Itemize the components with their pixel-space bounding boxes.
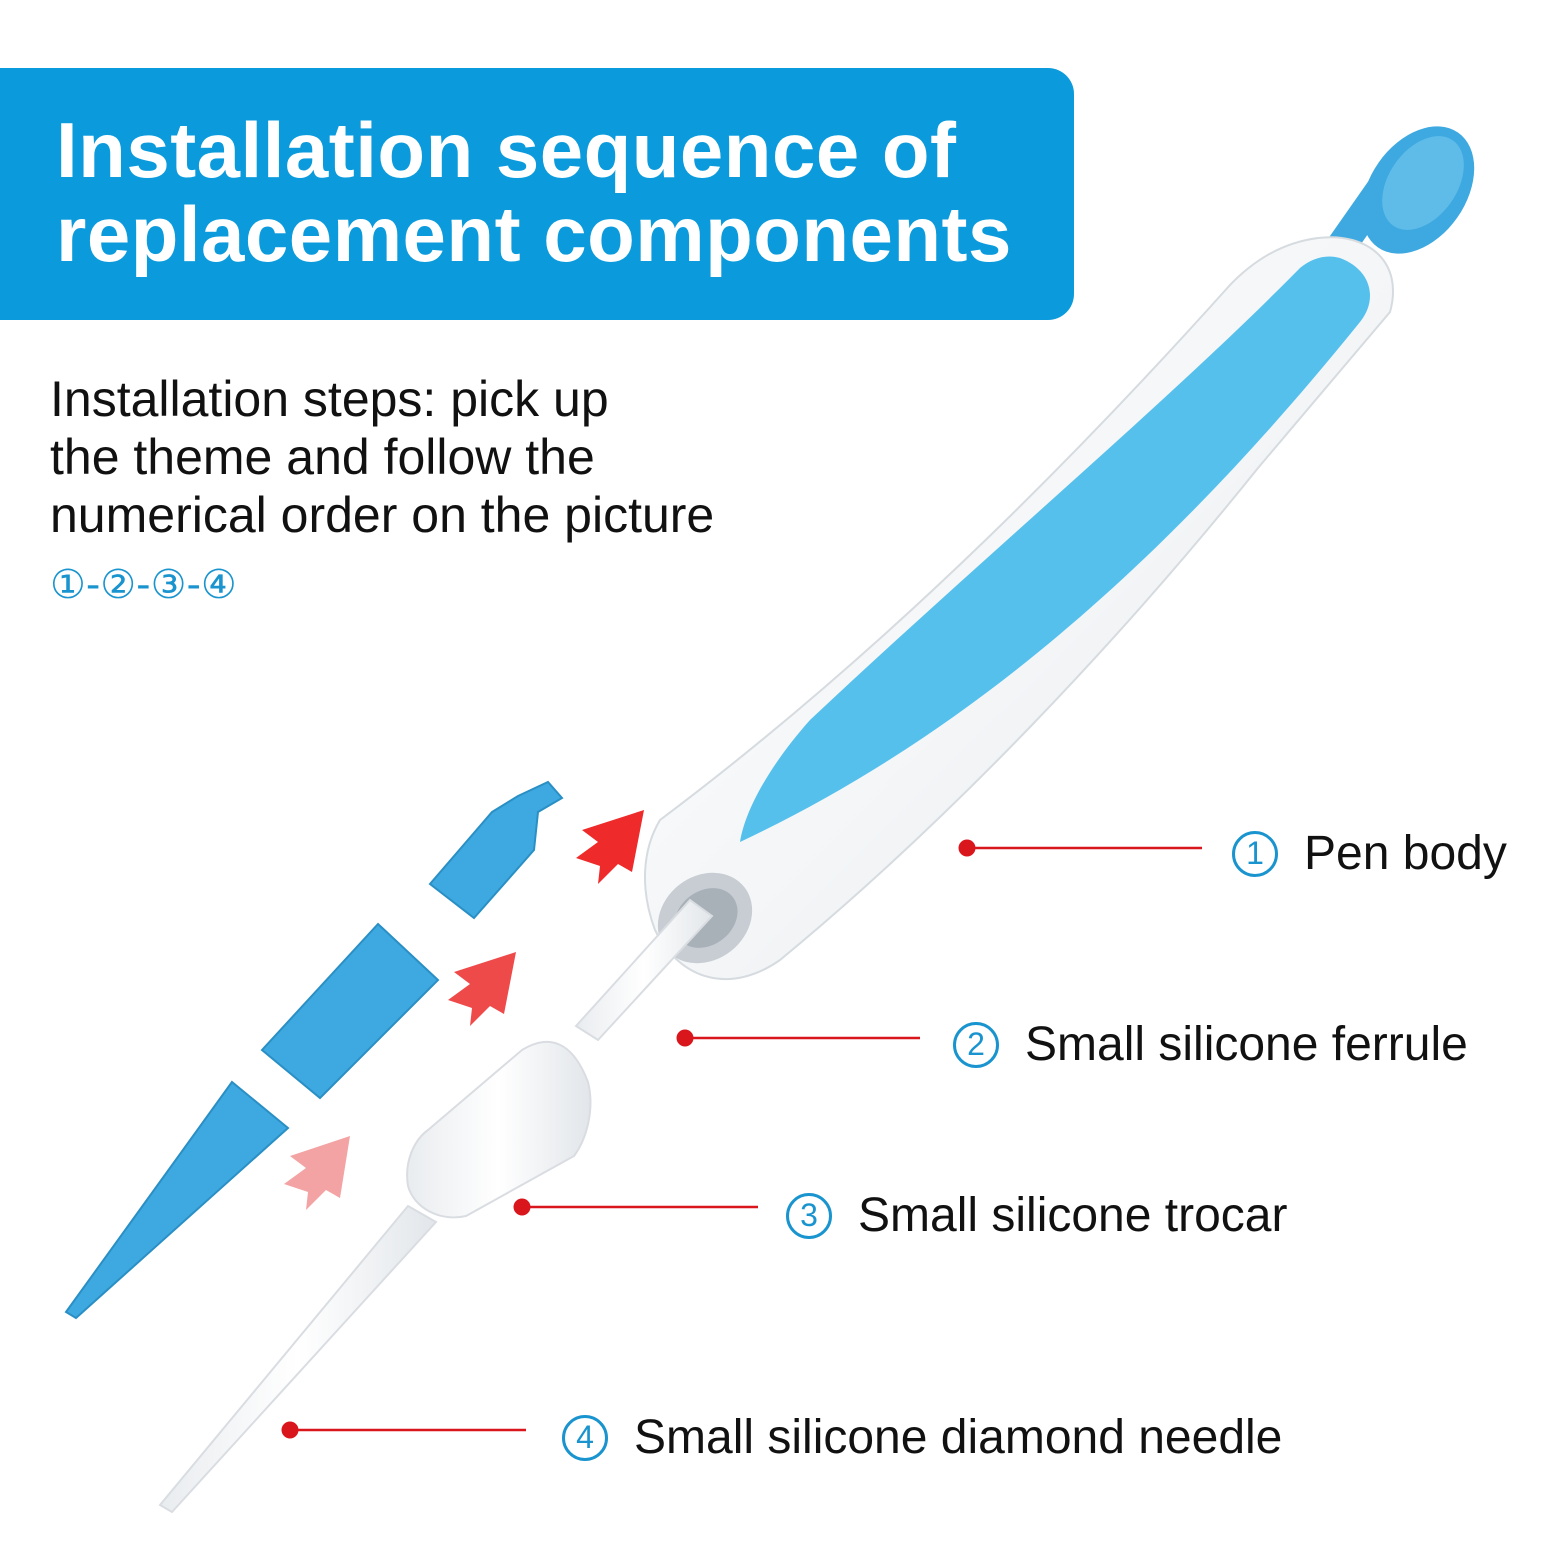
number-badge-2: 2 bbox=[953, 1021, 999, 1068]
label-trocar: Small silicone trocar bbox=[858, 1189, 1288, 1242]
steps-line-3: numerical order on the picture bbox=[50, 487, 715, 543]
plunger-head-highlight bbox=[1382, 136, 1464, 230]
blue-spare-parts bbox=[64, 780, 564, 1320]
component-label-2: 2 Small silicone ferrule bbox=[953, 1017, 1468, 1072]
direction-arrows bbox=[284, 810, 644, 1210]
leader-dot-2 bbox=[676, 1029, 694, 1047]
white-needle bbox=[158, 1204, 438, 1514]
label-pen-body: Pen body bbox=[1304, 827, 1507, 880]
white-ferrule bbox=[406, 1040, 592, 1219]
step-order: ①-②-③-④ bbox=[50, 562, 237, 608]
arrow-3-icon bbox=[284, 1136, 350, 1210]
page-title: Installation sequence of replacement com… bbox=[56, 108, 1012, 276]
arrow-1-icon bbox=[576, 810, 644, 884]
label-ferrule: Small silicone ferrule bbox=[1025, 1018, 1468, 1071]
steps-line-1: Installation steps: pick up bbox=[50, 371, 609, 427]
leader-lines bbox=[281, 839, 1202, 1439]
blue-cap bbox=[428, 780, 564, 920]
component-label-4: 4 Small silicone diamond needle bbox=[562, 1410, 1282, 1465]
blue-sleeve bbox=[260, 922, 440, 1100]
arrow-2-icon bbox=[448, 952, 516, 1026]
number-badge-1: 1 bbox=[1232, 830, 1278, 877]
number-badge-3: 3 bbox=[786, 1192, 832, 1239]
blue-tip bbox=[64, 1080, 290, 1320]
leader-dot-3 bbox=[513, 1198, 531, 1216]
number-badge-4: 4 bbox=[562, 1414, 608, 1461]
component-label-3: 3 Small silicone trocar bbox=[786, 1188, 1287, 1243]
component-label-1: 1 Pen body bbox=[1232, 826, 1507, 881]
pen-body bbox=[643, 126, 1475, 981]
title-banner bbox=[0, 68, 1074, 320]
label-diamond-needle: Small silicone diamond needle bbox=[634, 1411, 1283, 1464]
pen-grip bbox=[740, 256, 1371, 843]
insert-tube bbox=[574, 898, 714, 1042]
installation-steps: Installation steps: pick up the theme an… bbox=[50, 370, 714, 544]
leader-dot-4 bbox=[281, 1421, 299, 1439]
steps-line-2: the theme and follow the bbox=[50, 429, 595, 485]
title-line-1: Installation sequence of bbox=[56, 106, 957, 194]
leader-dot-1 bbox=[958, 839, 976, 857]
title-line-2: replacement components bbox=[56, 190, 1012, 278]
